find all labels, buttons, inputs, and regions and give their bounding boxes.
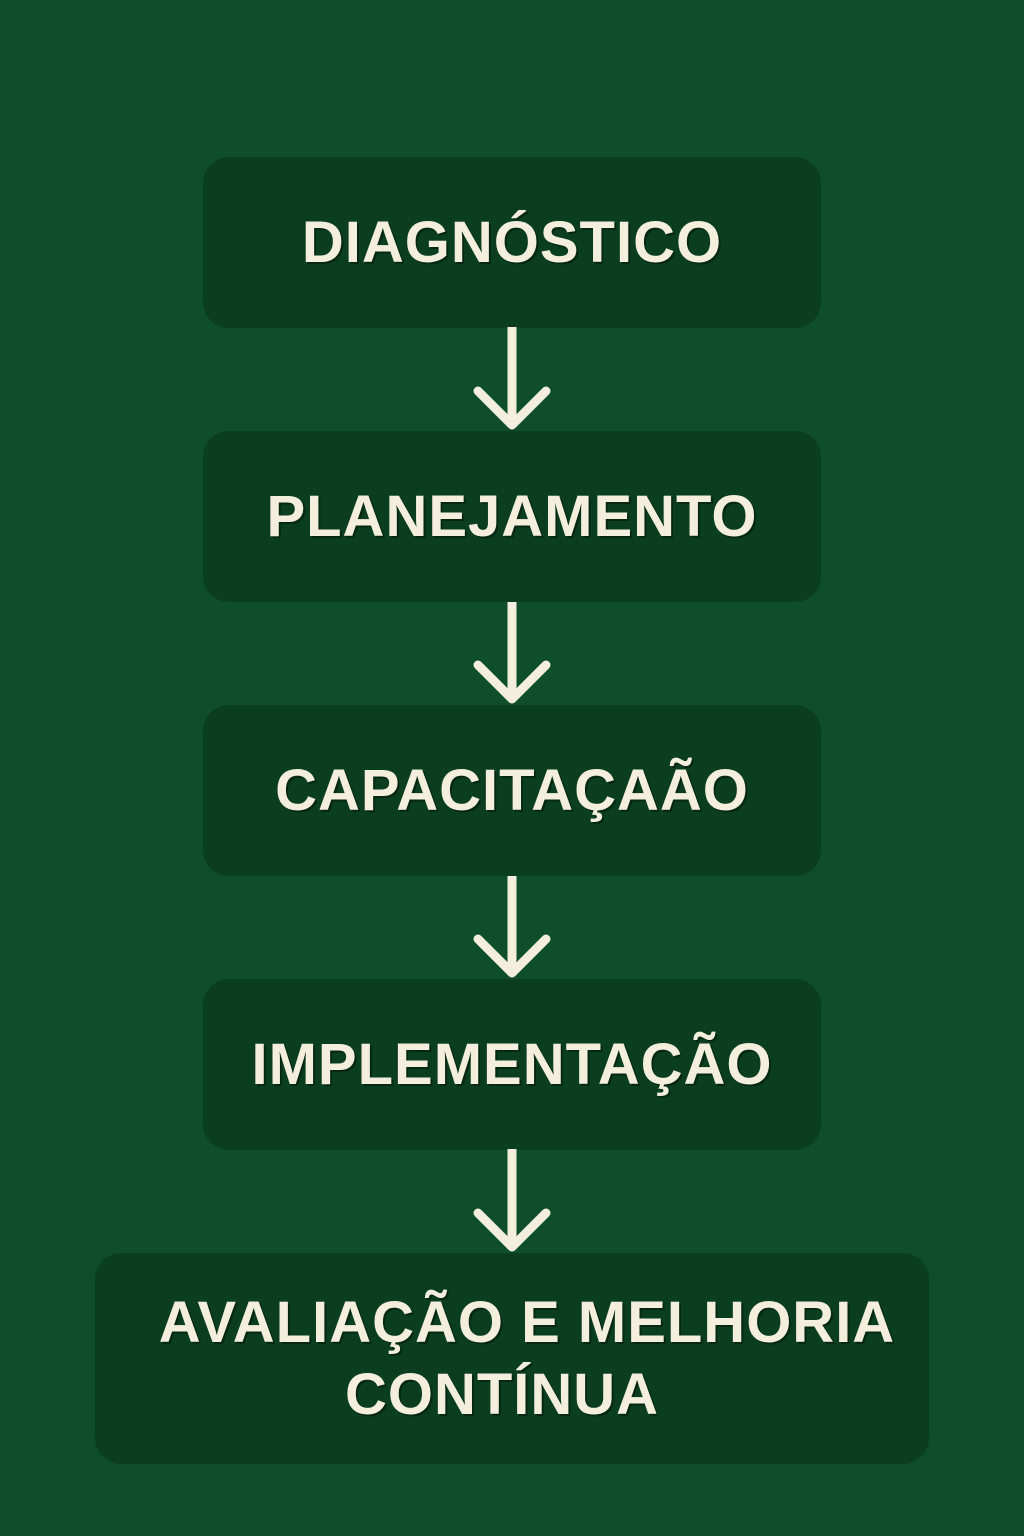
step-capacitacao: CAPACITAÇAÃO xyxy=(203,705,821,876)
step-label: PLANEJAMENTO xyxy=(266,483,758,549)
step-label: IMPLEMENTAÇÃO xyxy=(251,1031,773,1097)
step-avaliacao-melhoria: AVALIAÇÃO E MELHORIA CONTÍNUA xyxy=(95,1253,929,1464)
arrow-down-icon xyxy=(473,602,551,704)
step-label-line2: CONTÍNUA xyxy=(344,1361,660,1427)
step-implementacao: IMPLEMENTAÇÃO xyxy=(203,979,821,1150)
step-planejamento: PLANEJAMENTO xyxy=(203,431,821,602)
step-label: CAPACITAÇAÃO xyxy=(275,757,749,823)
step-label-line1: AVALIAÇÃO E MELHORIA xyxy=(158,1289,896,1355)
step-label: DIAGNÓSTICO xyxy=(301,209,723,275)
step-diagnostico: DIAGNÓSTICO xyxy=(203,157,821,328)
arrow-down-icon xyxy=(473,1149,551,1252)
arrow-down-icon xyxy=(473,327,551,430)
arrow-down-icon xyxy=(473,876,551,978)
